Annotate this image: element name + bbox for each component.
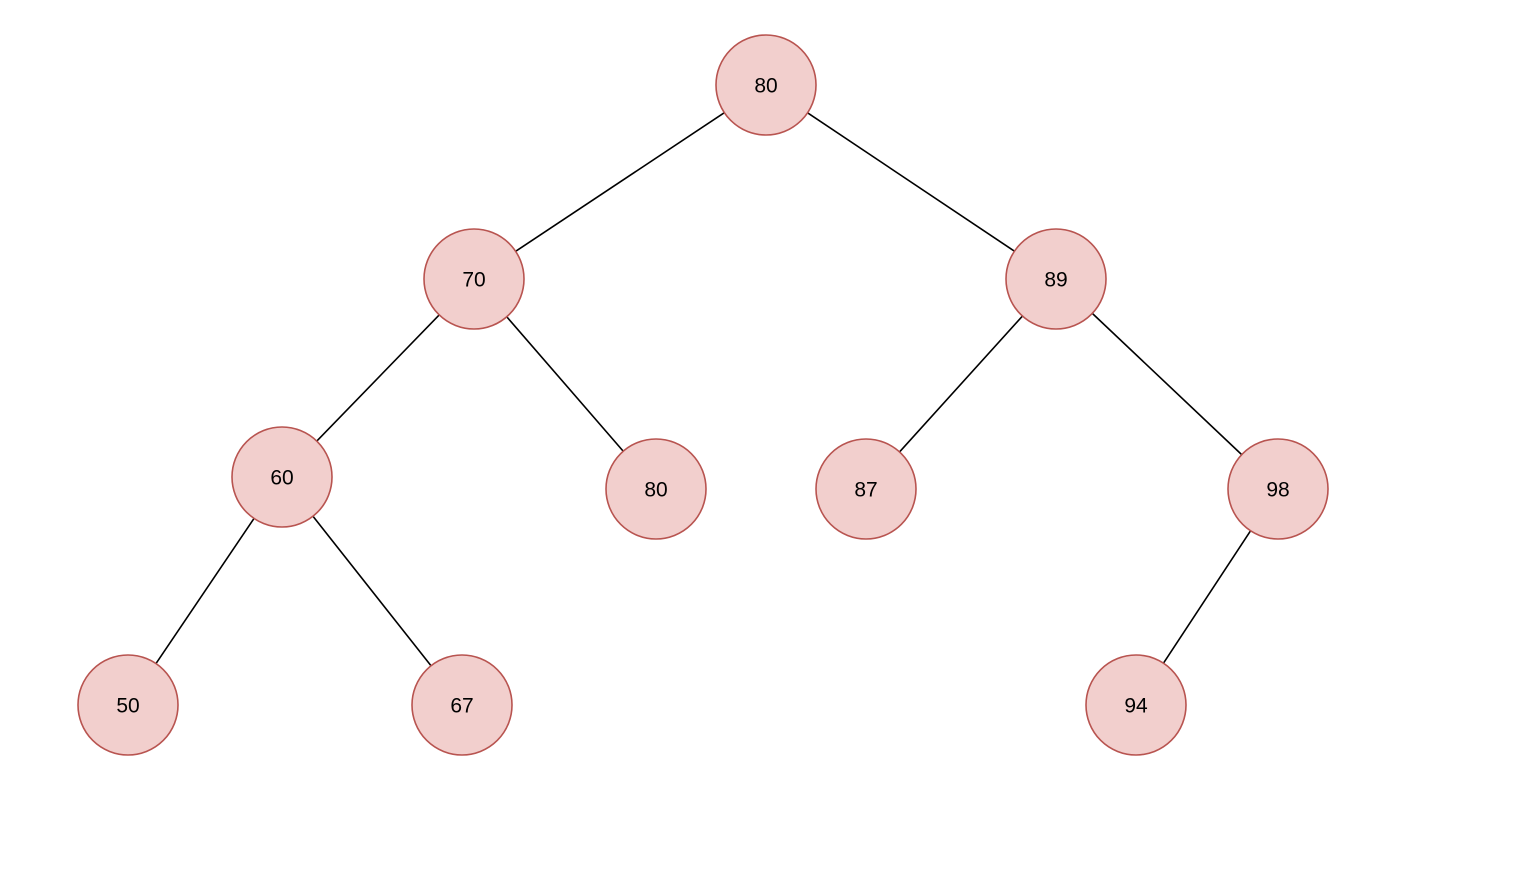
edge-n70-n80leaf [506,316,624,452]
tree-node-n87: 87 [815,438,917,540]
tree-node-n70: 70 [423,228,525,330]
tree-node-n60: 60 [231,426,333,528]
edge-n98-n94 [1162,530,1252,664]
tree-node-n80root: 80 [715,34,817,136]
edge-n80root-n89 [807,112,1015,252]
edge-n70-n60 [316,314,440,442]
edges-layer [155,112,1252,667]
node-label: 87 [854,479,877,502]
node-label: 50 [116,695,139,718]
edge-n60-n67 [312,515,432,667]
node-label: 94 [1124,695,1148,718]
node-circle [815,438,917,540]
node-label: 67 [450,695,473,718]
node-label: 80 [644,479,667,502]
edge-n89-n98 [1091,312,1243,456]
node-label: 70 [462,269,485,292]
node-label: 89 [1044,269,1067,292]
edge-n89-n87 [898,315,1024,453]
node-circle [605,438,707,540]
tree-node-n98: 98 [1227,438,1329,540]
tree-node-n89: 89 [1005,228,1107,330]
node-circle [715,34,817,136]
tree-node-n67: 67 [411,654,513,756]
edge-n60-n50 [155,517,255,665]
node-circle [423,228,525,330]
node-circle [1005,228,1107,330]
node-circle [411,654,513,756]
node-label: 60 [270,467,293,490]
node-circle [1227,438,1329,540]
node-circle [1085,654,1187,756]
tree-node-n94: 94 [1085,654,1187,756]
node-label: 80 [754,75,777,98]
tree-node-n50: 50 [77,654,179,756]
edge-n80root-n70 [515,112,725,252]
tree-node-n80leaf: 80 [605,438,707,540]
nodes-layer: 80 70 89 60 80 87 98 50 67 94 [77,34,1329,756]
node-circle [231,426,333,528]
node-label: 98 [1266,479,1289,502]
node-circle [77,654,179,756]
